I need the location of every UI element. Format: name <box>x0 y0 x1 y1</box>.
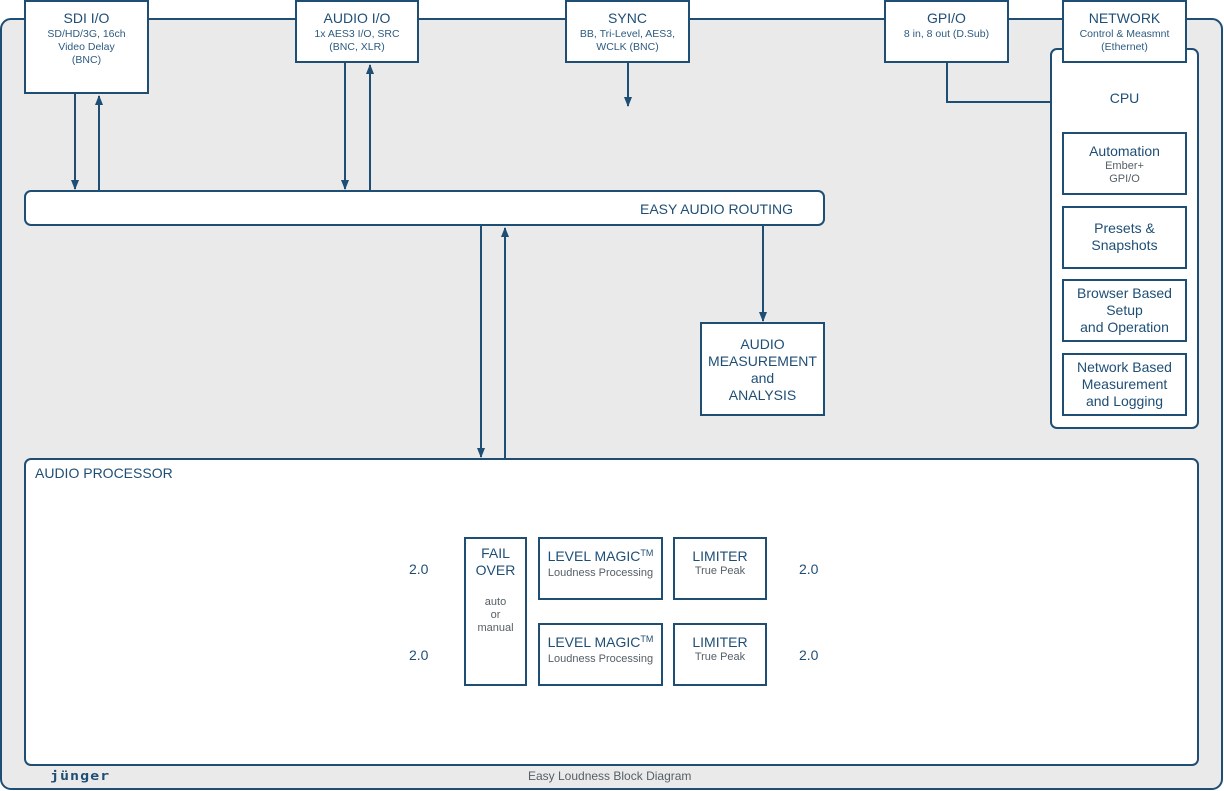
network-logging-line: Network Based <box>1077 359 1172 375</box>
gpio-title: GPI/O <box>927 10 966 26</box>
footer-caption: Easy Loudness Block Diagram <box>528 769 692 783</box>
measurement-line: and <box>750 370 775 386</box>
browser-setup-box: Browser Based Setup and Operation <box>1062 279 1187 342</box>
automation-box: Automation Ember+ GPI/O <box>1062 132 1187 195</box>
junger-logo: jünger <box>50 768 111 784</box>
audio-io-line: (BNC, XLR) <box>329 41 385 53</box>
network-logging-line: Measurement <box>1081 376 1168 392</box>
network-logging-box: Network Based Measurement and Logging <box>1062 353 1187 416</box>
gpio-module: GPI/O 8 in, 8 out (D.Sub) <box>884 0 1009 63</box>
level-magic-title-text: LEVEL MAGIC <box>547 548 641 564</box>
level-magic-sub: Loudness Processing <box>547 653 654 665</box>
network-title: NETWORK <box>1088 10 1161 26</box>
audio-processor-panel: AUDIO PROCESSOR <box>24 458 1199 766</box>
easy-audio-routing-bar: EASY AUDIO ROUTING <box>24 190 825 226</box>
network-module: NETWORK Control & Measmnt (Ethernet) <box>1062 0 1187 63</box>
trademark-sup: TM <box>640 548 654 558</box>
sync-module: SYNC BB, Tri-Level, AES3, WCLK (BNC) <box>565 0 690 63</box>
sdi-io-line: (BNC) <box>71 54 102 66</box>
sync-title: SYNC <box>608 10 647 26</box>
measurement-line: AUDIO <box>740 336 785 352</box>
automation-title: Automation <box>1089 143 1160 159</box>
output-label-1: 2.0 <box>799 561 819 577</box>
browser-line: Setup <box>1106 302 1143 318</box>
audio-io-title: AUDIO I/O <box>323 10 391 26</box>
audio-io-module: AUDIO I/O 1x AES3 I/O, SRC (BNC, XLR) <box>295 0 419 63</box>
presets-line: Snapshots <box>1091 237 1158 253</box>
network-logging-line: and Logging <box>1085 393 1164 409</box>
output-label-2: 2.0 <box>799 647 819 663</box>
level-magic-title-text: LEVEL MAGIC <box>547 634 641 650</box>
failover-line: OVER <box>475 562 516 578</box>
browser-line: and Operation <box>1080 319 1169 335</box>
level-magic-title: LEVEL MAGICTM <box>540 548 661 567</box>
level-magic-title: LEVEL MAGICTM <box>540 634 661 653</box>
sdi-io-module: SDI I/O SD/HD/3G, 16ch Video Delay (BNC) <box>24 0 149 94</box>
failover-mode-line: auto <box>484 596 507 608</box>
presets-box: Presets & Snapshots <box>1062 206 1187 269</box>
measurement-line: MEASUREMENT <box>708 353 817 369</box>
sync-line: WCLK (BNC) <box>596 41 659 53</box>
automation-line: GPI/O <box>1109 173 1140 185</box>
limiter-box-2: LIMITER True Peak <box>673 623 767 686</box>
browser-line: Browser Based <box>1077 285 1172 301</box>
trademark-sup: TM <box>640 634 654 644</box>
network-line: Control & Measmnt <box>1079 28 1170 40</box>
limiter-box-1: LIMITER True Peak <box>673 537 767 600</box>
level-magic-sub: Loudness Processing <box>547 567 654 579</box>
presets-line: Presets & <box>1094 220 1155 236</box>
failover-mode-line: manual <box>477 622 514 634</box>
routing-label: EASY AUDIO ROUTING <box>640 201 793 217</box>
sync-line: BB, Tri-Level, AES3, <box>579 28 676 40</box>
failover-box: FAIL OVER auto or manual <box>464 537 527 686</box>
input-label-1: 2.0 <box>409 561 429 577</box>
cpu-title: CPU <box>1109 90 1140 106</box>
sdi-io-line: SD/HD/3G, 16ch <box>47 28 126 40</box>
input-label-2: 2.0 <box>409 647 429 663</box>
automation-line: Ember+ <box>1105 160 1144 172</box>
gpio-cpu-connector <box>946 63 1051 103</box>
limiter-title: LIMITER <box>692 548 748 564</box>
limiter-sub: True Peak <box>694 565 746 577</box>
sdi-io-title: SDI I/O <box>63 10 110 26</box>
audio-io-line: 1x AES3 I/O, SRC <box>314 28 400 40</box>
level-magic-box-1: LEVEL MAGICTM Loudness Processing <box>538 537 663 600</box>
failover-line: FAIL <box>481 545 510 561</box>
limiter-title: LIMITER <box>692 634 748 650</box>
level-magic-box-2: LEVEL MAGICTM Loudness Processing <box>538 623 663 686</box>
failover-mode-line: or <box>490 609 501 621</box>
limiter-sub: True Peak <box>694 651 746 663</box>
network-line: (Ethernet) <box>1101 41 1148 53</box>
sdi-io-line: Video Delay <box>58 41 115 53</box>
audio-measurement-box: AUDIO MEASUREMENT and ANALYSIS <box>700 322 825 416</box>
gpio-line: 8 in, 8 out (D.Sub) <box>903 28 990 40</box>
audio-processor-title: AUDIO PROCESSOR <box>35 465 173 481</box>
measurement-line: ANALYSIS <box>728 387 797 403</box>
